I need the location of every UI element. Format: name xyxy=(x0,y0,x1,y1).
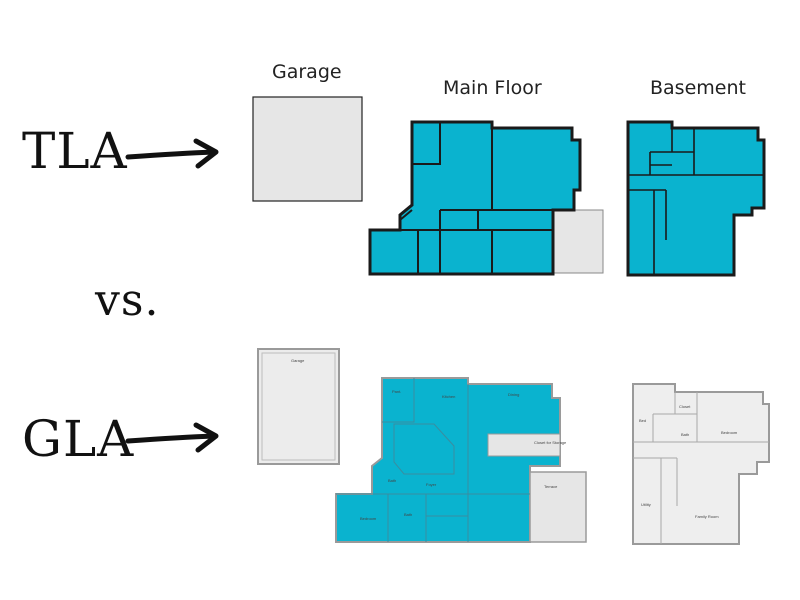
gla-basement-room-label-3: Bath xyxy=(681,432,689,437)
gla-label: GLA xyxy=(22,410,135,468)
gla-main-room-label-9: Terrace xyxy=(544,484,558,489)
gla-main-room-label-3: Dining xyxy=(508,392,519,397)
gla-main-floor-plan: Pant. Kitchen Dining Closet for Storage … xyxy=(335,377,587,543)
tla-garage-plan xyxy=(252,96,363,202)
column-title-main-floor: Main Floor xyxy=(443,77,542,99)
gla-garage-room-label: Garage xyxy=(291,358,305,363)
gla-main-room-label-1: Pant. xyxy=(392,389,401,394)
gla-main-room-label-6: Foyer xyxy=(426,482,437,487)
tla-basement-plan xyxy=(626,120,766,277)
gla-basement-plan: Closet Bed Bath Bedroom Utility Family R… xyxy=(632,383,770,545)
column-title-basement: Basement xyxy=(650,77,746,99)
gla-basement-room-label-1: Closet xyxy=(679,404,691,409)
gla-main-room-label-5: Bath xyxy=(388,478,396,483)
gla-garage-plan: Garage xyxy=(257,348,340,465)
gla-main-room-label-7: Bedroom xyxy=(360,516,377,521)
gla-basement-room-label-4: Bedroom xyxy=(721,430,738,435)
tla-label: TLA xyxy=(22,122,128,180)
tla-arrow-icon xyxy=(125,138,219,169)
column-title-garage: Garage xyxy=(272,61,342,83)
vs-label: vs. xyxy=(95,275,160,326)
gla-basement-room-label-6: Family Room xyxy=(695,514,719,519)
gla-main-room-label-8: Bath xyxy=(404,512,412,517)
gla-arrow-icon xyxy=(125,422,219,453)
gla-basement-room-label-5: Utility xyxy=(641,502,651,507)
gla-main-room-label-2: Kitchen xyxy=(442,394,455,399)
gla-basement-room-label-2: Bed xyxy=(639,418,646,423)
gla-main-room-label-4: Closet for Storage xyxy=(534,440,567,445)
tla-main-floor-plan xyxy=(368,120,604,276)
